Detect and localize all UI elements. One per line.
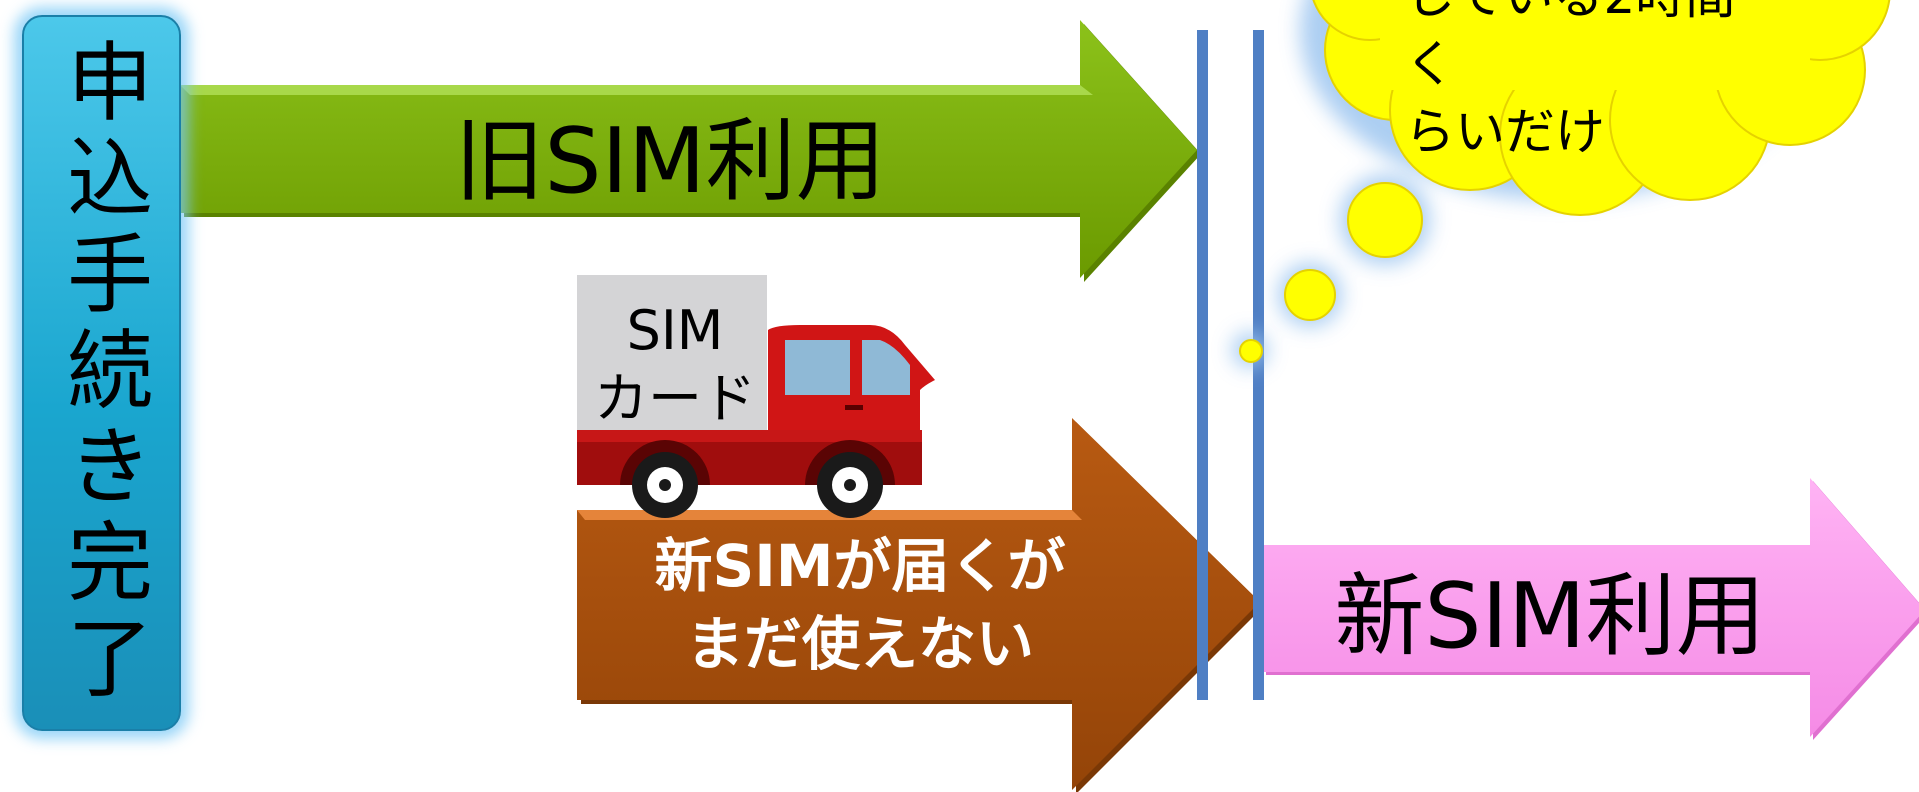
thought-bubble-large: [1347, 182, 1423, 258]
waiting-label-line1: 新SIMが届くが: [654, 532, 1066, 600]
thought-cloud-text: している2時間く らいだけ: [1405, 0, 1785, 161]
waiting-label-line2: まだ使えない: [685, 610, 1034, 678]
thought-bubble-medium: [1284, 269, 1336, 321]
truck-cargo-box: [577, 275, 767, 450]
waiting-arrow: [577, 418, 1264, 792]
application-complete-label: 申込手続き完了: [51, 37, 152, 709]
thought-cloud: [1232, 0, 1891, 368]
old-sim-arrow: [180, 20, 1201, 282]
new-sim-label: 新SIM利用: [1334, 563, 1766, 669]
thought-bubble-small: [1239, 339, 1263, 363]
thought-cloud-line2: らいだけ: [1405, 103, 1605, 161]
truck-cargo-line1: SIM: [626, 299, 724, 362]
truck-cargo-label: SIM カード: [580, 290, 770, 440]
truck-icon: [577, 275, 935, 518]
waiting-label: 新SIMが届くが まだ使えない: [600, 515, 1120, 695]
new-sim-arrow: [1263, 478, 1919, 740]
thought-cloud-line1: している2時間く: [1405, 0, 1735, 93]
truck-cargo-line2: カード: [594, 367, 756, 430]
timeline-line-left: [1197, 30, 1208, 700]
old-sim-label: 旧SIM利用: [454, 108, 886, 214]
application-complete-box: 申込手続き完了: [22, 15, 181, 731]
